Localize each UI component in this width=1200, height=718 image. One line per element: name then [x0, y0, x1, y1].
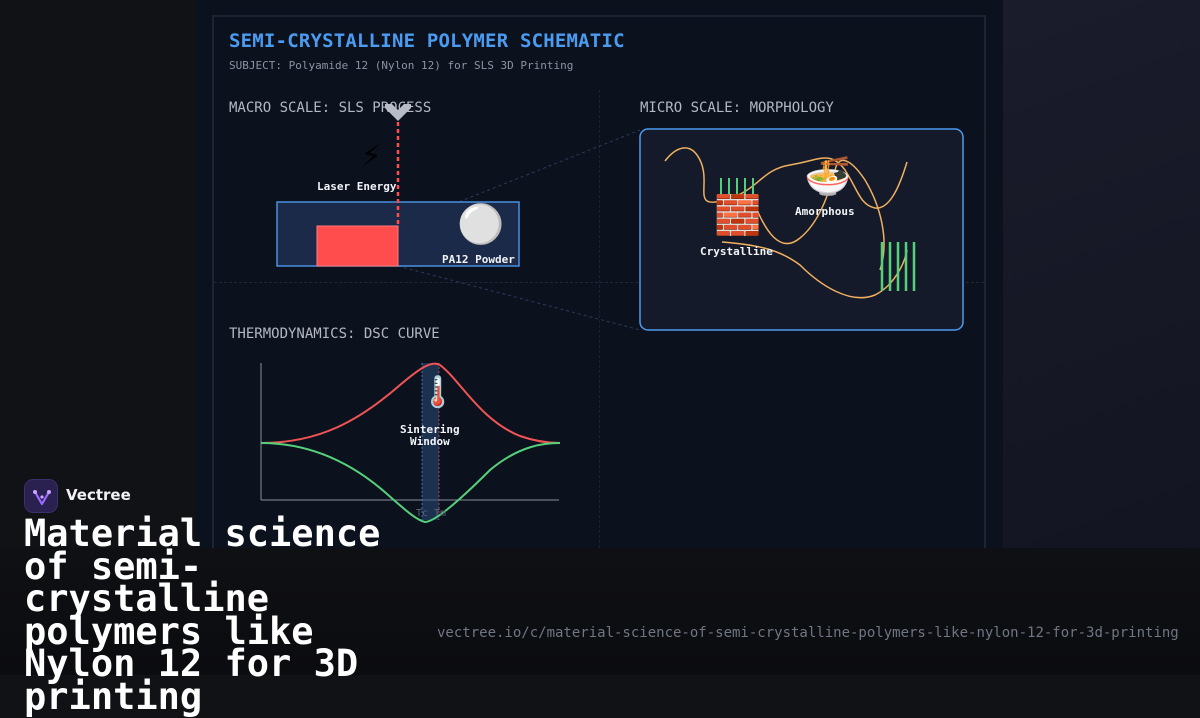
micro-heading: MICRO SCALE: MORPHOLOGY: [640, 100, 834, 116]
lightning-icon: ⚡: [361, 135, 382, 175]
brand-name[interactable]: Vectree: [66, 486, 131, 504]
poster-title: SEMI-CRYSTALLINE POLYMER SCHEMATIC: [229, 30, 625, 52]
zoom-connector-bottom: [397, 265, 641, 331]
schematic-graphics: [260, 104, 964, 524]
crystalline-lamellae-top: [720, 178, 754, 198]
heating-curve: [260, 362, 561, 444]
tm-label: Tm: [434, 508, 447, 519]
noodle-bowl-icon: 🍜: [804, 154, 852, 198]
brick-wall-icon: 🧱: [714, 193, 762, 237]
sintered-part: [316, 225, 399, 267]
source-url[interactable]: vectree.io/c/material-science-of-semi-cr…: [437, 625, 1179, 641]
headline: Material science of semi-crystalline pol…: [24, 512, 381, 718]
macro-heading: MACRO SCALE: SLS PROCESS: [229, 100, 432, 116]
crystalline-lamellae-right: [880, 242, 916, 291]
laser-emitter-icon: [385, 104, 411, 121]
morphology-panel: [639, 128, 964, 331]
thermo-heading: THERMODYNAMICS: DSC CURVE: [229, 326, 440, 342]
thermometer-icon: 🌡️: [419, 375, 457, 410]
vectree-logo-icon: [33, 490, 51, 506]
sintering-label: Sintering: [400, 423, 460, 436]
pa12-powder-label: PA12 Powder: [442, 253, 515, 266]
cooling-curve: [260, 442, 561, 524]
powder-particle-icon: ⚪: [457, 202, 505, 246]
window-label: Window: [410, 435, 450, 448]
vectree-logo[interactable]: [24, 479, 58, 513]
poster-frame: [212, 15, 986, 548]
laser-energy-label: Laser Energy: [317, 180, 397, 193]
background-bottom-band: [0, 548, 1200, 675]
poster-subject: SUBJECT: Polyamide 12 (Nylon 12) for SLS…: [229, 59, 574, 72]
crystalline-label: Crystalline: [700, 245, 773, 258]
grid-divider-vertical: [599, 90, 600, 548]
tc-label: Tc: [416, 508, 429, 519]
amorphous-label: Amorphous: [795, 205, 855, 218]
sintering-window-band: [422, 363, 439, 520]
polymer-chains: [664, 147, 908, 299]
